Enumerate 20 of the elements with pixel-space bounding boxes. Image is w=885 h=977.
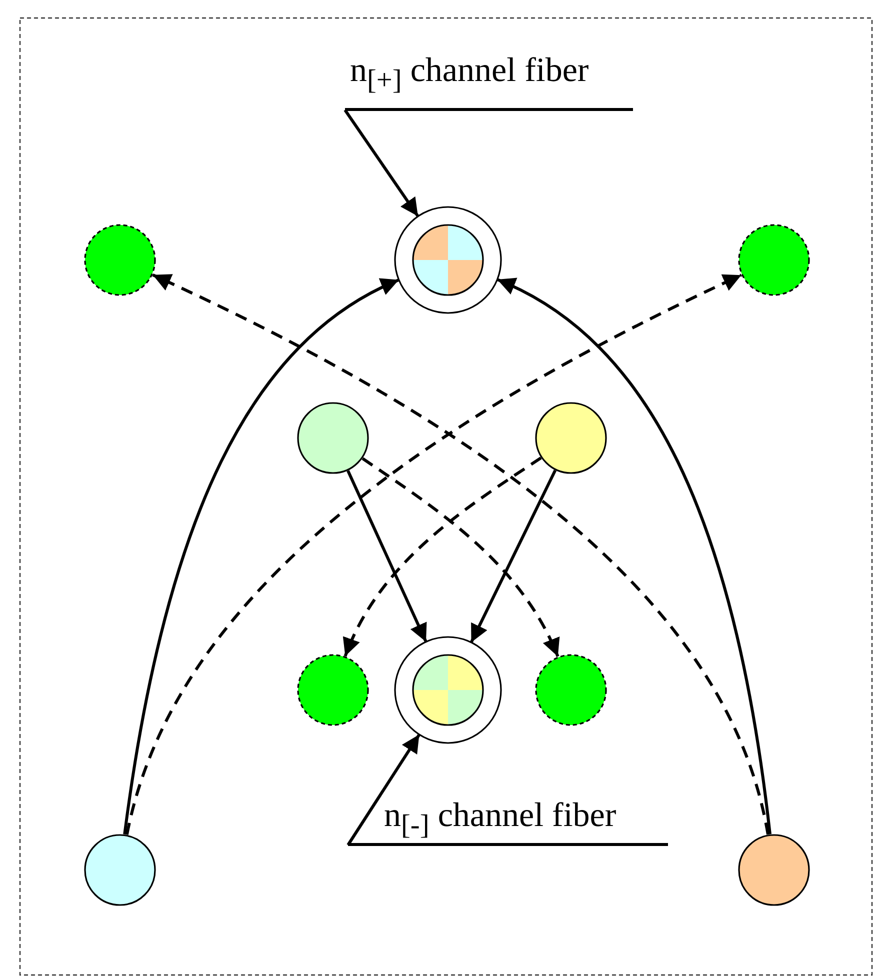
- dashed-circle: [295, 652, 371, 728]
- arrow: [496, 278, 772, 834]
- fiber-cross-section: [393, 205, 503, 315]
- dashed-circle: [82, 222, 158, 298]
- arrow: [362, 457, 560, 658]
- dashed-circle: [533, 652, 609, 728]
- circle: [82, 832, 158, 908]
- fiber-cross-section: [393, 635, 503, 745]
- arrow: [470, 470, 557, 644]
- circle: [736, 832, 812, 908]
- circle: [533, 400, 609, 476]
- arrow: [344, 456, 542, 657]
- dashed-circle: [736, 222, 812, 298]
- circle: [295, 400, 371, 476]
- leader-line: [344, 109, 420, 218]
- callout-text: n$_{[+]}$ channel fiber: [345, 52, 633, 111]
- arrow: [346, 470, 428, 642]
- callout-text: n$_{[-]}$ channel fiber: [348, 797, 668, 846]
- arrow: [123, 278, 400, 835]
- leader-line: [346, 734, 421, 846]
